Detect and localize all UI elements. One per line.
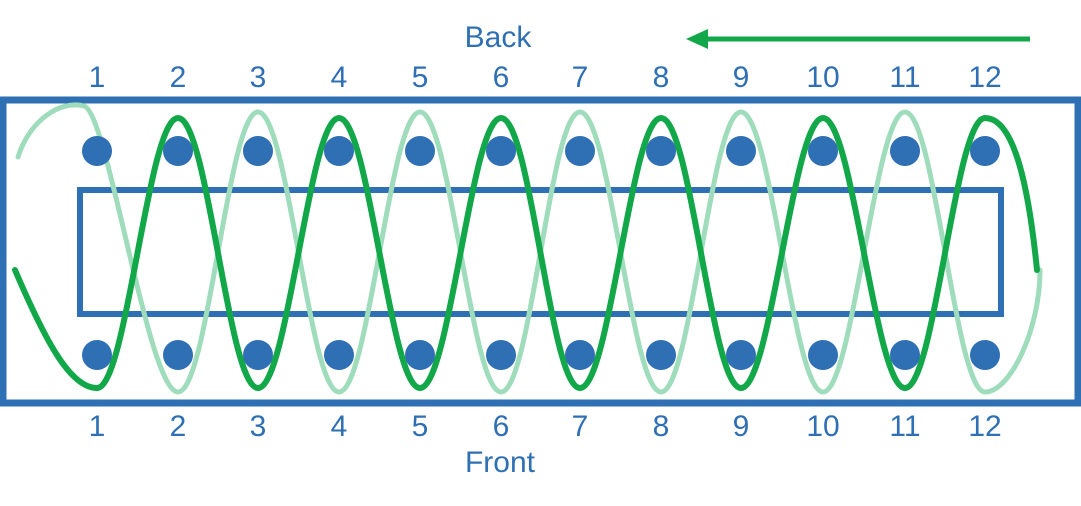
bottom-number-10: 10 [806,410,839,443]
top-peg-5 [405,136,435,166]
top-peg-11 [890,136,920,166]
bottom-pegs [82,340,1000,370]
bottom-peg-2 [163,340,193,370]
bottom-number-8: 8 [653,410,670,443]
top-peg-12 [970,136,1000,166]
bottom-peg-3 [243,340,273,370]
top-number-9: 9 [733,61,750,94]
bottom-peg-10 [808,340,838,370]
bottom-number-3: 3 [250,410,267,443]
top-number-5: 5 [412,61,429,94]
dark-strand [12,114,1040,392]
bottom-peg-9 [726,340,756,370]
inner-frame [77,187,1004,317]
top-number-8: 8 [653,61,670,94]
bottom-peg-1 [82,340,112,370]
bottom-number-2: 2 [170,410,187,443]
top-peg-2 [163,136,193,166]
direction-arrow [686,29,1030,49]
top-peg-8 [646,136,676,166]
front-label: Front [465,446,536,479]
outer-frame [0,96,1081,407]
bottom-number-7: 7 [572,410,589,443]
top-peg-3 [243,136,273,166]
top-number-11: 11 [889,61,920,94]
top-peg-1 [82,136,112,166]
bottom-number-9: 9 [733,410,750,443]
bottom-peg-8 [646,340,676,370]
bottom-peg-12 [970,340,1000,370]
bottom-number-1: 1 [89,410,106,443]
top-peg-7 [565,136,595,166]
light-strand [15,102,1043,395]
top-peg-9 [726,136,756,166]
bottom-peg-6 [486,340,516,370]
bottom-number-5: 5 [412,410,429,443]
bottom-peg-7 [565,340,595,370]
top-peg-10 [808,136,838,166]
top-number-1: 1 [89,61,106,94]
top-number-12: 12 [968,61,1001,94]
top-pegs [82,136,1000,166]
bottom-number-4: 4 [331,410,348,443]
top-number-6: 6 [493,61,510,94]
top-peg-6 [486,136,516,166]
top-number-10: 10 [806,61,839,94]
back-label: Back [465,21,533,54]
bottom-number-6: 6 [493,410,510,443]
bottom-number-11: 11 [889,410,920,443]
bottom-peg-11 [890,340,920,370]
top-number-7: 7 [572,61,589,94]
top-number-2: 2 [170,61,187,94]
bottom-number-12: 12 [968,410,1001,443]
top-number-3: 3 [250,61,267,94]
top-peg-4 [324,136,354,166]
bottom-peg-4 [324,340,354,370]
top-number-4: 4 [331,61,348,94]
bottom-peg-5 [405,340,435,370]
